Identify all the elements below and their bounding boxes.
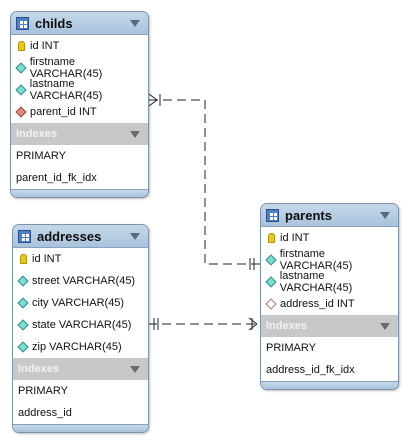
relationship-childs-parents[interactable] [149,99,262,265]
column-diamond-icon [17,341,29,353]
collapse-arrow-icon[interactable] [130,233,140,240]
column-label: lastname VARCHAR(45) [279,270,353,294]
index-row[interactable]: parent_id_fk_idx [11,167,148,189]
table-icon [16,16,29,30]
column-label: id INT [32,253,62,265]
table-icon [266,208,279,222]
column-row[interactable]: id INT [261,227,398,249]
table-header[interactable]: addresses [13,225,148,248]
table-header[interactable]: childs [11,12,148,35]
primary-key-icon [15,41,27,51]
column-row[interactable]: firstname VARCHAR(45) [11,56,148,80]
column-diamond-icon [15,62,27,74]
index-row[interactable]: PRIMARY [13,380,148,402]
table-footer [13,424,148,432]
column-diamond-icon [17,297,29,309]
primary-key-icon [265,233,277,243]
column-diamond-icon [265,276,277,288]
index-label: PRIMARY [266,342,316,354]
index-label: PRIMARY [16,150,66,162]
column-label: state VARCHAR(45) [32,319,132,331]
indexes-header[interactable]: Indexes [11,123,148,145]
indexes-label: Indexes [266,320,307,332]
one-marker [249,258,255,270]
column-row[interactable]: id INT [11,35,148,57]
one-marker [153,318,159,330]
nullable-foreign-key-icon [265,298,277,310]
crowfoot-many-marker [148,93,161,107]
column-label: city VARCHAR(45) [32,297,125,309]
column-row[interactable]: zip VARCHAR(45) [13,336,148,358]
table-header[interactable]: parents [261,204,398,227]
column-label: lastname VARCHAR(45) [29,78,103,102]
column-label: parent_id INT [30,106,97,118]
one-marker [248,317,258,331]
collapse-arrow-icon[interactable] [380,323,390,330]
column-label: id INT [30,40,60,52]
column-diamond-icon [17,275,29,287]
column-row[interactable]: firstname VARCHAR(45) [261,248,398,272]
collapse-arrow-icon[interactable] [130,131,140,138]
index-label: address_id_fk_idx [266,364,355,376]
foreign-key-icon [15,106,27,118]
collapse-arrow-icon[interactable] [380,212,390,219]
index-row[interactable]: address_id [13,402,148,424]
column-label: zip VARCHAR(45) [32,341,122,353]
column-label: firstname VARCHAR(45) [29,56,103,80]
index-label: PRIMARY [18,385,68,397]
indexes-header[interactable]: Indexes [13,358,148,380]
collapse-arrow-icon[interactable] [130,20,140,27]
table-footer [11,189,148,197]
table-title: addresses [37,228,102,244]
table-parents[interactable]: parents id INT firstname VARCHAR(45) las… [260,203,399,390]
table-title: parents [285,207,332,223]
column-label: id INT [280,232,310,244]
column-diamond-icon [15,84,27,96]
collapse-arrow-icon[interactable] [130,366,140,373]
column-row[interactable]: lastname VARCHAR(45) [11,78,148,102]
column-row[interactable]: parent_id INT [11,101,148,123]
index-row[interactable]: address_id_fk_idx [261,359,398,381]
indexes-label: Indexes [18,363,59,375]
column-label: firstname VARCHAR(45) [279,248,353,272]
column-row[interactable]: address_id INT [261,293,398,315]
index-row[interactable]: PRIMARY [11,145,148,167]
indexes-label: Indexes [16,128,57,140]
column-diamond-icon [17,319,29,331]
column-diamond-icon [265,254,277,266]
column-row[interactable]: city VARCHAR(45) [13,292,148,314]
column-row[interactable]: state VARCHAR(45) [13,314,148,336]
column-label: address_id INT [280,298,355,310]
table-childs[interactable]: childs id INT firstname VARCHAR(45) last… [10,11,149,198]
index-label: address_id [18,407,72,419]
table-title: childs [35,15,73,31]
column-row[interactable]: id INT [13,248,148,270]
indexes-header[interactable]: Indexes [261,315,398,337]
column-label: street VARCHAR(45) [32,275,136,287]
column-row[interactable]: lastname VARCHAR(45) [261,270,398,294]
table-icon [18,229,31,243]
table-footer [261,381,398,389]
index-label: parent_id_fk_idx [16,172,97,184]
table-addresses[interactable]: addresses id INT street VARCHAR(45) city… [12,224,149,433]
primary-key-icon [17,254,29,264]
index-row[interactable]: PRIMARY [261,337,398,359]
column-row[interactable]: street VARCHAR(45) [13,270,148,292]
